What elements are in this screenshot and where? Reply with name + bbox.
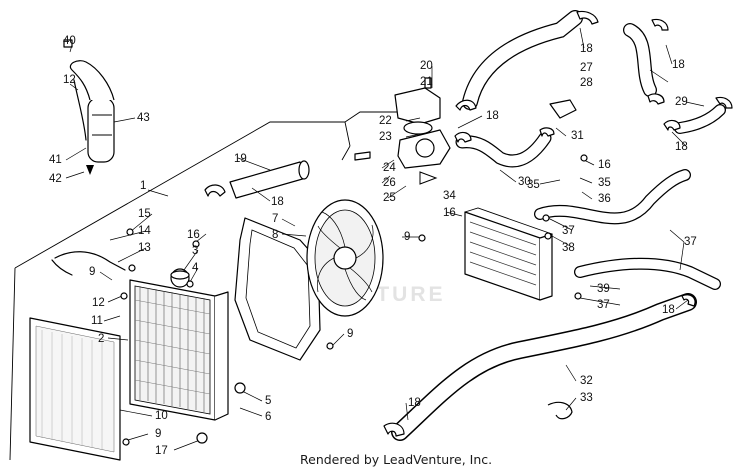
callout-12: 12 bbox=[63, 74, 76, 86]
callout-31: 31 bbox=[571, 130, 584, 142]
callout-18: 18 bbox=[662, 304, 675, 316]
temp-sensor bbox=[549, 99, 577, 119]
coolant-hose-19 bbox=[229, 161, 307, 199]
callout-2: 2 bbox=[98, 333, 104, 345]
callout-42: 42 bbox=[49, 173, 62, 185]
callout-3: 3 bbox=[192, 245, 198, 257]
callout-labels: 40 12 43 41 42 1 15 14 13 9 12 11 2 16 3… bbox=[49, 35, 697, 457]
hose-clamp bbox=[204, 184, 226, 197]
hose-28 bbox=[624, 24, 656, 96]
upper-hose-27 bbox=[463, 11, 582, 109]
callout-14: 14 bbox=[138, 225, 151, 237]
callout-19: 19 bbox=[234, 153, 247, 165]
thermostat-housing bbox=[354, 77, 451, 185]
callout-5: 5 bbox=[265, 395, 271, 407]
callout-29: 29 bbox=[675, 96, 688, 108]
callout-37: 37 bbox=[684, 236, 697, 248]
callout-40: 40 bbox=[63, 35, 76, 47]
oil-cooler bbox=[464, 207, 553, 301]
callout-25: 25 bbox=[383, 192, 396, 204]
hose-30 bbox=[456, 132, 551, 167]
callout-37: 37 bbox=[597, 299, 610, 311]
radiator-screen bbox=[29, 317, 121, 461]
hose-29 bbox=[675, 105, 725, 133]
callout-18: 18 bbox=[271, 196, 284, 208]
credit-text: Rendered by LeadVenture, Inc. bbox=[300, 452, 492, 467]
callout-34: 34 bbox=[443, 190, 456, 202]
callout-27: 27 bbox=[580, 62, 593, 74]
callout-35: 35 bbox=[598, 177, 611, 189]
callout-28: 28 bbox=[580, 77, 593, 89]
callout-21: 21 bbox=[420, 76, 433, 88]
callout-18: 18 bbox=[672, 59, 685, 71]
fasteners bbox=[120, 154, 588, 446]
callout-36: 36 bbox=[598, 193, 611, 205]
callout-39: 39 bbox=[597, 283, 610, 295]
callout-43: 43 bbox=[137, 112, 150, 124]
cooling-fan bbox=[306, 199, 384, 317]
callout-17: 17 bbox=[155, 445, 168, 457]
callout-33: 33 bbox=[580, 392, 593, 404]
callout-leader-lines bbox=[65, 27, 705, 451]
callout-41: 41 bbox=[49, 154, 62, 166]
callout-11: 11 bbox=[91, 315, 103, 327]
callout-18: 18 bbox=[408, 397, 421, 409]
callout-10: 10 bbox=[155, 410, 168, 422]
oil-line-38 bbox=[535, 170, 690, 224]
callout-16: 16 bbox=[187, 229, 200, 241]
radiator-vent-hose-end bbox=[51, 259, 73, 276]
callout-20: 20 bbox=[420, 60, 433, 72]
callout-7: 7 bbox=[272, 213, 278, 225]
callout-4: 4 bbox=[192, 262, 199, 274]
callout-13: 13 bbox=[138, 242, 151, 254]
callout-23: 23 bbox=[379, 131, 392, 143]
callout-9: 9 bbox=[155, 428, 161, 440]
callout-8: 8 bbox=[272, 229, 278, 241]
callout-24: 24 bbox=[383, 162, 396, 174]
callout-12: 12 bbox=[92, 297, 105, 309]
callout-32: 32 bbox=[580, 375, 593, 387]
radiator-vent-hose bbox=[54, 251, 126, 271]
callout-18: 18 bbox=[580, 43, 593, 55]
callout-9: 9 bbox=[404, 231, 410, 243]
radiator bbox=[129, 268, 229, 421]
callout-38: 38 bbox=[562, 242, 575, 254]
callout-26: 26 bbox=[383, 177, 396, 189]
callout-18: 18 bbox=[486, 110, 499, 122]
callout-6: 6 bbox=[265, 411, 271, 423]
callout-22: 22 bbox=[379, 115, 392, 127]
callout-16: 16 bbox=[443, 207, 456, 219]
callout-9: 9 bbox=[89, 266, 95, 278]
callout-35: 35 bbox=[527, 179, 540, 191]
oil-line-39 bbox=[575, 259, 720, 289]
assembly-bracket-outline bbox=[9, 121, 351, 461]
callout-37: 37 bbox=[562, 225, 575, 237]
callout-30: 30 bbox=[518, 176, 531, 188]
callout-1: 1 bbox=[140, 180, 146, 192]
callout-16: 16 bbox=[598, 159, 611, 171]
callout-15: 15 bbox=[138, 208, 151, 220]
callout-18: 18 bbox=[675, 141, 688, 153]
callout-9: 9 bbox=[347, 328, 353, 340]
overflow-bottle bbox=[63, 39, 115, 175]
lower-hose-32 bbox=[392, 294, 696, 440]
hose-clamp-33 bbox=[547, 401, 573, 420]
